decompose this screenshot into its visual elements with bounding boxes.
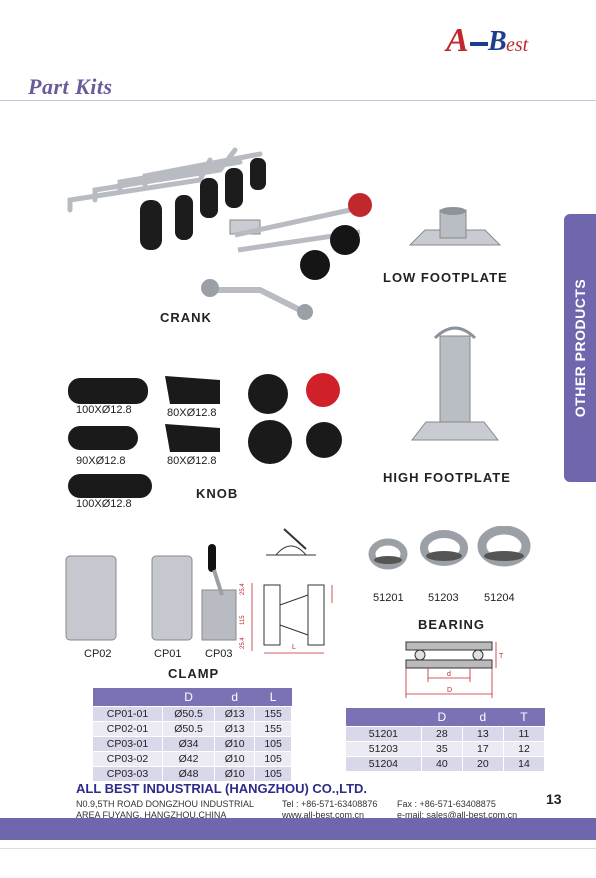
- bearing-code-51201: 51201: [373, 592, 404, 604]
- knob-size-4: 80XØ12.8: [167, 455, 217, 467]
- knob-label: KNOB: [196, 486, 239, 501]
- page-title: Part Kits: [28, 74, 113, 99]
- side-tab-other-products: OTHER PRODUCTS: [564, 214, 596, 482]
- dim-d-small: d: [447, 671, 451, 678]
- crank-photo: [67, 147, 372, 320]
- dim-h1: 25.4: [240, 583, 246, 595]
- knob-size-5: 100XØ12.8: [76, 498, 132, 510]
- bearing-label: BEARING: [418, 617, 485, 632]
- clamp-drawing: 25.4 115 25.4 L: [240, 528, 333, 654]
- clamp-code-cp02: CP02: [84, 648, 112, 660]
- dim-h3: 115: [240, 615, 246, 625]
- high-footplate-label: HIGH FOOTPLATE: [383, 470, 511, 485]
- logo-text: est: [506, 34, 529, 56]
- logo-dash: [470, 42, 488, 46]
- high-footplate-photo: [410, 326, 500, 441]
- knob-size-1: 100XØ12.8: [76, 404, 132, 416]
- dim-l: L: [292, 644, 296, 651]
- bearing-table-header: D d T: [345, 708, 545, 727]
- side-tab-label: OTHER PRODUCTS: [572, 278, 588, 418]
- clamp-label: CLAMP: [168, 666, 220, 681]
- clamp-photo: [65, 544, 237, 641]
- footer-email[interactable]: e-mail: sales@all-best.com.cn: [397, 810, 518, 820]
- knob-photo: [68, 373, 342, 498]
- knob-size-2: 80XØ12.8: [167, 407, 217, 419]
- bearing-drawing: T d D: [405, 641, 504, 698]
- logo-letter-a: A: [446, 22, 469, 59]
- bearing-code-51204: 51204: [484, 592, 515, 604]
- brand-logo: A B est: [446, 22, 576, 62]
- footer-tel: Tel : +86-571-63408876: [282, 799, 378, 809]
- footer-fax: Fax : +86-571-63408875: [397, 799, 496, 809]
- bottom-divider: [0, 848, 596, 849]
- low-footplate-label: LOW FOOTPLATE: [383, 270, 508, 285]
- logo-letter-b: B: [488, 26, 507, 57]
- knob-size-3: 90XØ12.8: [76, 455, 126, 467]
- bearing-code-51203: 51203: [428, 592, 459, 604]
- footer-address-line-1: N0.9,5TH ROAD DONGZHOU INDUSTRIAL: [76, 799, 255, 809]
- dim-t: T: [499, 653, 504, 660]
- page-number: 13: [546, 791, 562, 807]
- clamp-code-cp01: CP01: [154, 648, 182, 660]
- footer-address-line-2: AREA FUYANG, HANGZHOU,CHINA: [76, 810, 227, 820]
- dim-d-big: D: [447, 687, 452, 694]
- footer-bar: [0, 818, 596, 840]
- dim-h2: 25.4: [240, 637, 246, 649]
- footer-company-name: ALL BEST INDUSTRIAL (HANGZHOU) CO.,LTD.: [76, 781, 368, 796]
- crank-label: CRANK: [160, 310, 212, 325]
- clamp-code-cp03: CP03: [205, 648, 233, 660]
- bearing-photo: [368, 526, 531, 570]
- low-footplate-photo: [408, 207, 502, 246]
- footer-website[interactable]: www.all-best.com.cn: [282, 810, 365, 820]
- title-divider: [0, 100, 596, 101]
- clamp-table-header: D d L: [92, 688, 292, 707]
